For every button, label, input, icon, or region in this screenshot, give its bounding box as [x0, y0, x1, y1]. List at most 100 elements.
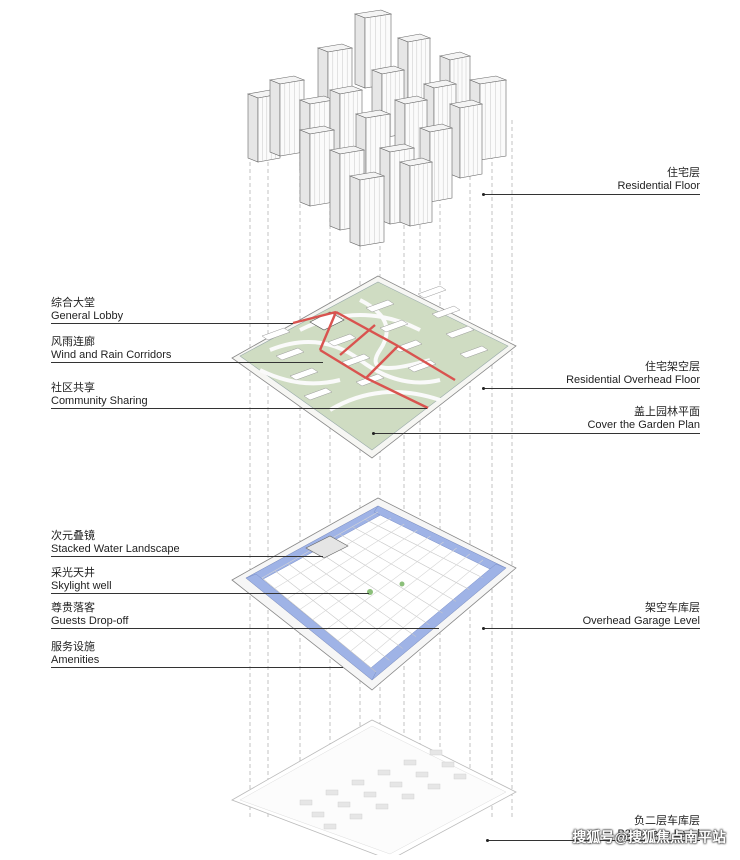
building-footprint — [303, 387, 333, 401]
wind-rain-corridor — [365, 376, 429, 410]
building-footprint — [407, 359, 437, 373]
leader-dot — [486, 839, 489, 842]
parking-stripe — [364, 519, 483, 579]
tower-face — [359, 175, 385, 247]
parking-stripe — [300, 555, 417, 637]
b2-parking-block — [415, 771, 429, 778]
tower-face — [479, 79, 507, 161]
garden-path — [259, 368, 341, 386]
b2-parking-block — [441, 761, 455, 768]
building-footprint — [327, 333, 357, 347]
wind-rain-corridor — [335, 310, 399, 348]
b2-parking-block — [351, 779, 365, 786]
skylight-well — [367, 589, 373, 595]
b2-parking-block — [375, 803, 389, 810]
building-footprint — [261, 327, 291, 341]
leader-residential-floor — [484, 194, 700, 195]
garden-path — [359, 298, 431, 370]
tower-side — [269, 79, 281, 157]
leader-dot — [482, 627, 485, 630]
parking-stripe — [352, 526, 470, 590]
tower-face — [429, 127, 453, 203]
building-footprint — [275, 347, 305, 361]
leader-guests-dropoff — [51, 628, 439, 629]
tower-face — [409, 161, 433, 227]
parking-stripe — [299, 529, 418, 610]
garden-path — [328, 390, 441, 412]
building-footprint — [431, 305, 461, 319]
building-footprint — [445, 325, 475, 339]
b2-parking-block — [299, 799, 313, 806]
watermark: 搜狐号@搜狐焦点南平站 — [572, 829, 726, 845]
garden-plane — [239, 281, 509, 451]
wind-rain-corridor — [397, 344, 456, 382]
tower-side — [349, 175, 361, 247]
parking-stripe — [326, 541, 443, 614]
b2-parking-block — [453, 773, 467, 780]
building-footprint — [289, 367, 319, 381]
b2-parking-block — [389, 781, 403, 788]
leader-skylight-well — [51, 593, 369, 594]
b2-parking-block — [349, 813, 363, 820]
tower-side — [299, 129, 311, 207]
b2-parking-block — [323, 823, 337, 830]
parking-stripe — [339, 533, 457, 602]
parking-stripe — [313, 548, 430, 626]
parking-stripe — [325, 541, 444, 631]
parking-stripe — [350, 553, 470, 652]
leader-community-sharing — [51, 408, 427, 409]
building-footprint — [417, 285, 447, 299]
parking-stripe — [287, 523, 405, 600]
skylight-well — [399, 581, 405, 587]
leader-dot — [482, 387, 485, 390]
wind-rain-corridor — [318, 311, 338, 351]
wind-rain-corridor — [365, 345, 399, 379]
parking-stripe — [363, 559, 484, 662]
building-footprint — [459, 345, 489, 359]
wind-rain-corridor — [292, 310, 337, 325]
b2-parking-block — [401, 793, 415, 800]
leader-dot — [482, 193, 485, 196]
stacked-water-landscape — [305, 535, 349, 559]
leader-residential-overhead — [484, 388, 700, 389]
leader-amenities — [51, 667, 343, 668]
b2-parking-block — [337, 801, 351, 808]
tower-face — [459, 103, 483, 179]
b2-parking-block — [325, 789, 339, 796]
tower-side — [399, 161, 411, 227]
parking-stripe — [274, 570, 390, 661]
b2-parking-block — [363, 791, 377, 798]
leader-wind-rain-corridors — [51, 362, 323, 363]
b2-parking-block — [429, 749, 443, 756]
leader-dot — [372, 432, 375, 435]
b2-parking-block — [311, 811, 325, 818]
leader-overhead-garage — [484, 628, 700, 629]
b2-parking-block — [427, 783, 441, 790]
leader-cover-garden — [374, 433, 700, 434]
b2-parking-block — [403, 759, 417, 766]
wind-rain-corridor — [319, 348, 367, 380]
leader-general-lobby — [51, 323, 293, 324]
tower-side — [247, 93, 259, 163]
parking-stripe — [312, 535, 431, 621]
parking-stripe — [287, 563, 403, 649]
leader-stacked-water — [51, 556, 323, 557]
b2-plane — [239, 725, 507, 855]
tower-side — [329, 149, 341, 231]
wind-rain-corridor — [339, 324, 376, 356]
garage-perimeter-band — [245, 573, 377, 681]
